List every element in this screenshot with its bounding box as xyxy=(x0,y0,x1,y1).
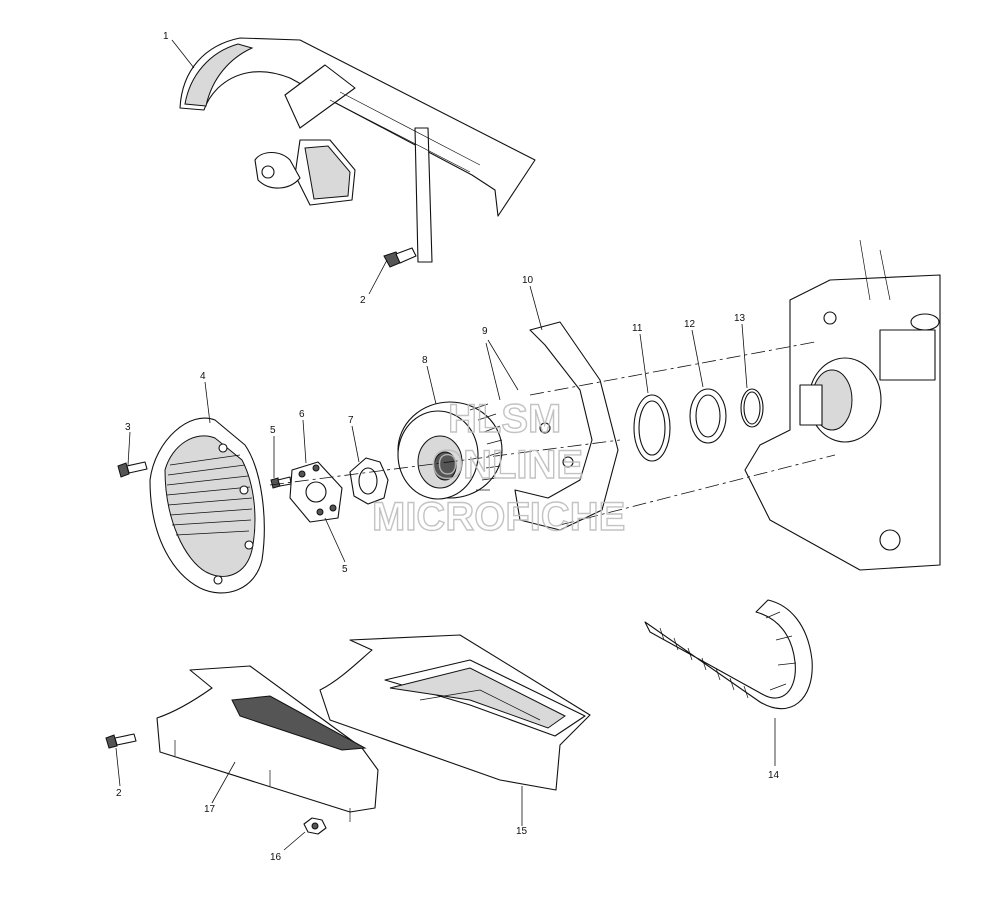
centerline-shaft xyxy=(269,439,621,486)
part-17-lower-left-guard xyxy=(156,665,379,822)
cover-fins xyxy=(166,454,253,536)
part-15-lower-guard xyxy=(319,634,591,791)
callout-4: 4 xyxy=(200,371,206,382)
callout-2-upper: 2 xyxy=(360,295,366,306)
callout-11: 11 xyxy=(632,323,643,334)
callout-17: 17 xyxy=(204,804,216,815)
callout-labels: 1 2 3 4 5 6 7 8 9 10 11 12 13 5 14 15 17… xyxy=(116,31,780,863)
part-10-inner-guard xyxy=(514,321,619,531)
callout-14: 14 xyxy=(768,770,780,781)
callout-5-upper: 5 xyxy=(270,425,276,436)
watermark: HLSM ONLINE MICROFICHE xyxy=(371,396,626,539)
part-14-drive-belt xyxy=(644,599,813,710)
callout-13: 13 xyxy=(734,313,746,324)
callout-16: 16 xyxy=(270,852,282,863)
part-2-lower-bolt xyxy=(105,733,137,749)
engine-block xyxy=(744,239,941,571)
callout-8: 8 xyxy=(422,355,428,366)
callout-6: 6 xyxy=(299,409,305,420)
centerline-lower xyxy=(559,454,836,526)
sprocket-teeth xyxy=(469,403,503,491)
callout-1: 1 xyxy=(163,31,169,42)
watermark-line-3: MICROFICHE xyxy=(372,495,625,539)
callout-2-lower: 2 xyxy=(116,788,122,799)
callout-10: 10 xyxy=(522,275,534,286)
callout-7: 7 xyxy=(348,415,354,426)
part-7-nut xyxy=(349,457,389,505)
leader-lines xyxy=(115,39,776,851)
part-3-bolt xyxy=(117,461,148,478)
part-13-o-ring xyxy=(740,388,764,428)
part-11-seal xyxy=(633,394,671,462)
callout-5-lower: 5 xyxy=(342,564,348,575)
callout-3: 3 xyxy=(125,422,131,433)
watermark-line-1: HLSM xyxy=(448,397,561,441)
part-4-sprocket-cover xyxy=(149,417,265,594)
part-16-nut xyxy=(303,817,327,835)
watermark-line-2: ONLINE xyxy=(432,443,583,487)
part-2-upper-bolt xyxy=(383,247,417,268)
callout-9: 9 xyxy=(482,326,488,337)
part-8-drive-sprocket xyxy=(397,401,503,500)
callout-12: 12 xyxy=(684,319,696,330)
part-6-retainer-plate xyxy=(289,461,343,523)
callout-15: 15 xyxy=(516,826,528,837)
centerline-upper xyxy=(529,341,816,396)
part-1-upper-guard xyxy=(179,37,536,263)
part-12-bearing xyxy=(689,388,727,444)
